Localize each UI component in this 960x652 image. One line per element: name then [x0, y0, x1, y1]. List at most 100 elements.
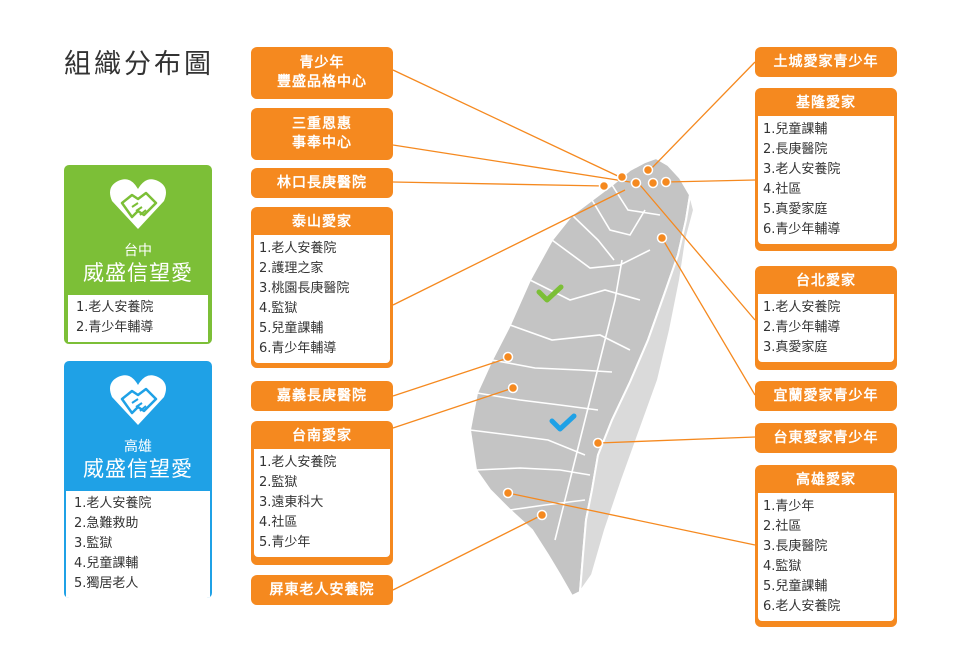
list-item: 1.老人安養院 — [259, 455, 337, 470]
connector-youth — [392, 69, 623, 179]
box-label: 屏東老人安養院 — [269, 582, 375, 598]
list-item: 5.兒童課輔 — [763, 579, 828, 594]
list-item: 2.監獄 — [259, 475, 298, 490]
list-item: 1.青少年 — [763, 499, 815, 514]
box-label: 台北愛家 — [796, 273, 856, 289]
connector-taitung — [597, 436, 756, 444]
kaohsiung-panel-header: 高雄 威盛信望愛 — [64, 361, 212, 491]
tainan-aijia-box: 台南愛家 1.老人安養院 2.監獄 3.遠東科大 4.社區 5.青少年 — [251, 421, 393, 565]
dot-tucheng — [642, 164, 654, 176]
dot-tainan — [507, 382, 519, 394]
list-item: 1.老人安養院 — [76, 300, 154, 315]
taichung-check-icon — [536, 284, 564, 303]
connector-kaohsiung — [507, 492, 756, 546]
taipei-aijia-box: 台北愛家 1.老人安養院 2.青少年輔導 3.真愛家庭 — [755, 266, 897, 370]
box-label: 宜蘭愛家青少年 — [773, 388, 879, 404]
list-item: 4.社區 — [259, 515, 298, 530]
tainan-services: 1.老人安養院 2.監獄 3.遠東科大 4.社區 5.青少年 — [254, 449, 390, 557]
list-item: 2.社區 — [763, 519, 802, 534]
list-item: 6.青少年輔導 — [763, 222, 841, 237]
list-item: 5.兒童課輔 — [259, 321, 324, 336]
taichung-brand: 威盛信望愛 — [83, 261, 193, 285]
list-item: 5.青少年 — [259, 535, 311, 550]
handshake-heart-icon — [110, 375, 166, 425]
list-item: 1.老人安養院 — [763, 300, 841, 315]
taishan-aijia-box: 泰山愛家 1.老人安養院 2.護理之家 3.桃園長庚醫院 4.監獄 5.兒童課輔… — [251, 207, 393, 368]
connector-sanchong — [392, 144, 631, 183]
dot-kaohsiung — [502, 487, 514, 499]
yilan-aijia-youth-box: 宜蘭愛家青少年 — [755, 381, 897, 411]
list-item: 3.老人安養院 — [763, 162, 841, 177]
list-item: 3.長庚醫院 — [763, 539, 828, 554]
list-item: 2.護理之家 — [259, 261, 324, 276]
box-label-line2: 事奉中心 — [292, 135, 352, 151]
connector-linkou — [392, 181, 605, 187]
connector-taipei — [639, 184, 756, 321]
linkou-hospital-box: 林口長庚醫院 — [251, 168, 393, 198]
dot-keelung — [660, 176, 672, 188]
keelung-services: 1.兒童課輔 2.長庚醫院 3.老人安養院 4.社區 5.真愛家庭 6.青少年輔… — [758, 116, 894, 244]
taichung-city: 台中 — [124, 243, 152, 259]
tucheng-aijia-youth-box: 土城愛家青少年 — [755, 47, 897, 77]
county-borders — [469, 184, 661, 541]
kaohsiung-city: 高雄 — [124, 439, 152, 455]
list-item: 1.老人安養院 — [259, 241, 337, 256]
list-item: 1.老人安養院 — [74, 496, 152, 511]
handshake-heart-icon — [110, 179, 166, 229]
list-item: 4.兒童課輔 — [74, 556, 139, 571]
kaohsiung-services: 1.老人安養院 2.急難救助 3.監獄 4.兒童課輔 5.獨居老人 — [66, 491, 210, 598]
taichung-panel-header: 台中 威盛信望愛 — [64, 165, 212, 295]
taichung-panel: 台中 威盛信望愛 1.老人安養院 2.青少年輔導 — [64, 165, 212, 344]
list-item: 3.監獄 — [74, 536, 113, 551]
box-label: 台南愛家 — [292, 428, 352, 444]
youth-character-center-box: 青少年 豐盛品格中心 — [251, 47, 393, 99]
connector-tucheng — [647, 61, 756, 173]
list-item: 3.遠東科大 — [259, 495, 324, 510]
chiayi-hospital-box: 嘉義長庚醫院 — [251, 381, 393, 411]
connector-yilan — [661, 237, 756, 396]
box-label: 泰山愛家 — [292, 214, 352, 230]
box-label: 高雄愛家 — [796, 472, 856, 488]
pingtung-elderly-home-box: 屏東老人安養院 — [251, 575, 393, 605]
taichung-services: 1.老人安養院 2.青少年輔導 — [66, 295, 210, 344]
connector-keelung — [665, 179, 756, 183]
list-item: 5.真愛家庭 — [763, 202, 828, 217]
kaohsiung-aijia-services: 1.青少年 2.社區 3.長庚醫院 4.監獄 5.兒童課輔 6.老人安養院 — [758, 493, 894, 621]
connector-taishan — [392, 189, 626, 306]
list-item: 1.兒童課輔 — [763, 122, 828, 137]
kaohsiung-check-icon — [549, 413, 577, 432]
list-item: 6.老人安養院 — [763, 599, 841, 614]
box-label-line1: 三重恩惠 — [292, 116, 352, 132]
kaohsiung-aijia-box: 高雄愛家 1.青少年 2.社區 3.長庚醫院 4.監獄 5.兒童課輔 6.老人安… — [755, 465, 897, 627]
location-dots — [502, 164, 672, 521]
list-item: 3.真愛家庭 — [763, 340, 828, 355]
keelung-aijia-box: 基隆愛家 1.兒童課輔 2.長庚醫院 3.老人安養院 4.社區 5.真愛家庭 6… — [755, 88, 897, 251]
box-label: 台東愛家青少年 — [773, 430, 879, 446]
taipei-services: 1.老人安養院 2.青少年輔導 3.真愛家庭 — [758, 294, 894, 362]
box-label-line2: 豐盛品格中心 — [277, 74, 367, 90]
taiwan-island — [468, 156, 696, 598]
connector-pingtung — [392, 514, 543, 591]
list-item: 6.青少年輔導 — [259, 341, 337, 356]
list-item: 2.青少年輔導 — [763, 320, 841, 335]
dot-sanchong — [630, 177, 642, 189]
page-title: 組織分布圖 — [64, 49, 214, 80]
box-label: 嘉義長庚醫院 — [277, 388, 367, 404]
dot-linkou — [598, 180, 610, 192]
box-label: 基隆愛家 — [796, 95, 856, 111]
kaohsiung-panel: 高雄 威盛信望愛 1.老人安養院 2.急難救助 3.監獄 4.兒童課輔 5.獨居… — [64, 361, 212, 598]
dot-pingtung — [536, 509, 548, 521]
connector-chiayi — [392, 357, 509, 397]
sanchong-grace-center-box: 三重恩惠 事奉中心 — [251, 108, 393, 160]
taiwan-east-region — [578, 194, 696, 596]
list-item: 4.社區 — [763, 182, 802, 197]
list-item: 5.獨居老人 — [74, 576, 139, 591]
dot-yilan — [656, 232, 668, 244]
taitung-aijia-youth-box: 台東愛家青少年 — [755, 423, 897, 453]
dot-taipei — [647, 177, 659, 189]
list-item: 3.桃園長庚醫院 — [259, 281, 350, 296]
dot-chiayi — [502, 351, 514, 363]
list-item: 4.監獄 — [763, 559, 802, 574]
box-label: 土城愛家青少年 — [773, 54, 879, 70]
box-label-line1: 青少年 — [299, 55, 345, 71]
